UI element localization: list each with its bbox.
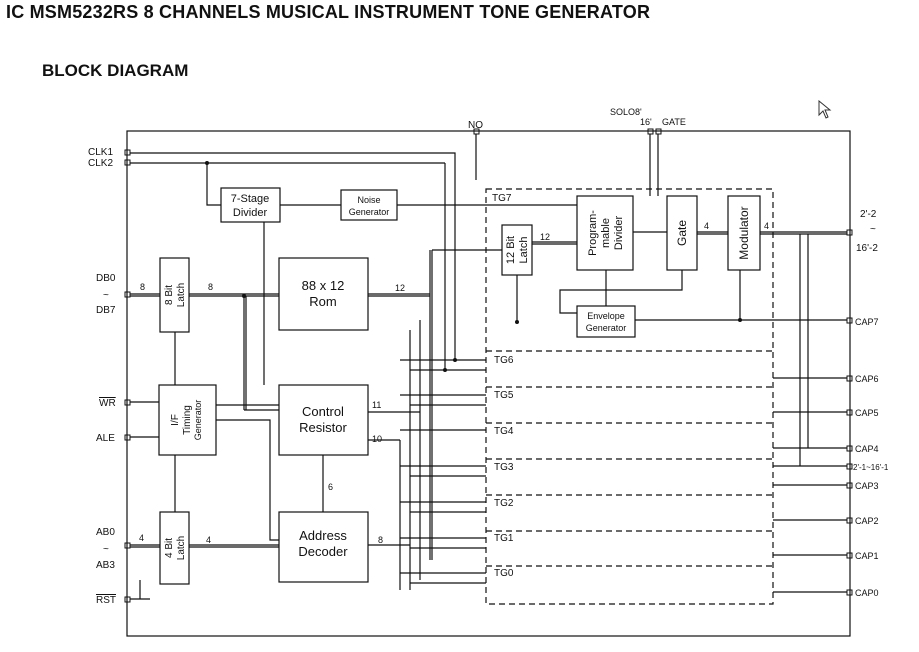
bus-rom-out-width: 12 (395, 283, 405, 293)
addr-label-2: Decoder (298, 544, 348, 559)
pin-tilde-label: ~ (103, 290, 109, 301)
mouse-cursor-icon (818, 100, 832, 119)
rom-label-1: 88 x 12 (302, 278, 345, 293)
diagram-subtitle: BLOCK DIAGRAM (42, 61, 189, 80)
page-title: IC MSM5232RS 8 CHANNELS MUSICAL INSTRUME… (6, 2, 651, 22)
pin-cap0-label: CAP0 (855, 588, 879, 598)
pin-out-top1-label: 2'-2 (860, 209, 877, 220)
pin-solo-label: SOLO8' (610, 107, 642, 117)
if-label-1: I/F (170, 414, 181, 426)
bus-ctrl-out-width: 11 (372, 400, 381, 410)
prog-label-3: Divider (613, 216, 625, 251)
bus-db-width: 8 (140, 282, 145, 292)
pin-clk2-label: CLK2 (88, 158, 113, 169)
pin-out-tilde-label: ~ (870, 224, 876, 235)
bus-ctrl-out2-width: 10 (372, 434, 382, 444)
tg7-label: TG7 (492, 193, 512, 204)
bus-addr-up-width: 6 (328, 482, 333, 492)
pin-db7-label: DB7 (96, 305, 116, 316)
rom-label-2: Rom (309, 294, 336, 309)
bus-latch12-out-width: 12 (540, 232, 550, 242)
tg4-label: TG4 (494, 426, 514, 437)
latch12-label-2: Latch (518, 237, 530, 264)
chip-outline (126, 130, 851, 637)
bus-addr-out-width: 8 (378, 535, 383, 545)
seven-stage-label-1: 7-Stage (231, 193, 270, 205)
pin-ab3-label: AB3 (96, 560, 115, 571)
pin-gate-label: GATE (662, 117, 686, 127)
if-label-3: Generator (193, 400, 203, 441)
pin-cap5-label: CAP5 (855, 408, 879, 418)
bus-latch4-out-width: 4 (206, 535, 211, 545)
latch8-label-1: 8 Bit (164, 285, 175, 305)
bus-latch-out-width: 8 (208, 282, 213, 292)
pin-cap4-label: CAP4 (855, 444, 879, 454)
tg2-label: TG2 (494, 498, 514, 509)
latch4-label-1: 4 Bit (164, 538, 175, 558)
latch4-label-2: Latch (176, 536, 187, 560)
pin-cap1-label: CAP1 (855, 551, 879, 561)
pin-no-label: NO (468, 120, 483, 131)
pin-out-mid-label: 2'-1~16'-1 (853, 463, 889, 472)
programmable-divider-block (576, 195, 634, 271)
pin-wr-label: WR (99, 398, 116, 409)
env-label-1: Envelope (587, 311, 625, 321)
pin-cap6-label: CAP6 (855, 374, 879, 384)
pin-clk1-label: CLK1 (88, 147, 113, 158)
pin-solo16-label: 16' (640, 117, 652, 127)
modulator-block (727, 195, 761, 271)
if-label-2: Timing (182, 405, 193, 435)
pin-cap3-label: CAP3 (855, 481, 879, 491)
tg3-label: TG3 (494, 462, 514, 473)
bus-mod-out-width: 4 (764, 221, 769, 231)
pin-out-top2-label: 16'-2 (856, 243, 878, 254)
prog-label-2: mable (600, 218, 612, 248)
bus-ab-width: 4 (139, 533, 144, 543)
env-label-2: Generator (586, 323, 627, 333)
pin-tilde-label-2: ~ (103, 544, 109, 555)
pin-cap7-label: CAP7 (855, 317, 879, 327)
tg5-label: TG5 (494, 390, 514, 401)
ctrl-label-1: Control (302, 404, 344, 419)
pin-cap2-label: CAP2 (855, 516, 879, 526)
pin-rst-label: RST (96, 595, 116, 606)
noise-label-1: Noise (357, 195, 380, 205)
prog-label-1: Program- (587, 210, 599, 256)
ctrl-label-2: Resistor (299, 420, 347, 435)
latch12-label-1: 12 Bit (505, 236, 517, 264)
tg6-label: TG6 (494, 355, 514, 366)
tg-region (485, 188, 774, 605)
modulator-label: Modulator (737, 206, 751, 259)
bus-gate-out-width: 4 (704, 221, 709, 231)
pin-ab0-label: AB0 (96, 527, 115, 538)
latch8-label-2: Latch (176, 283, 187, 307)
pin-ale-label: ALE (96, 433, 115, 444)
pin-db0-label: DB0 (96, 273, 116, 284)
noise-label-2: Generator (349, 207, 390, 217)
tg0-label: TG0 (494, 568, 514, 579)
seven-stage-label-2: Divider (233, 207, 268, 219)
addr-label-1: Address (299, 528, 347, 543)
gate-label: Gate (675, 220, 689, 246)
tg1-label: TG1 (494, 533, 514, 544)
